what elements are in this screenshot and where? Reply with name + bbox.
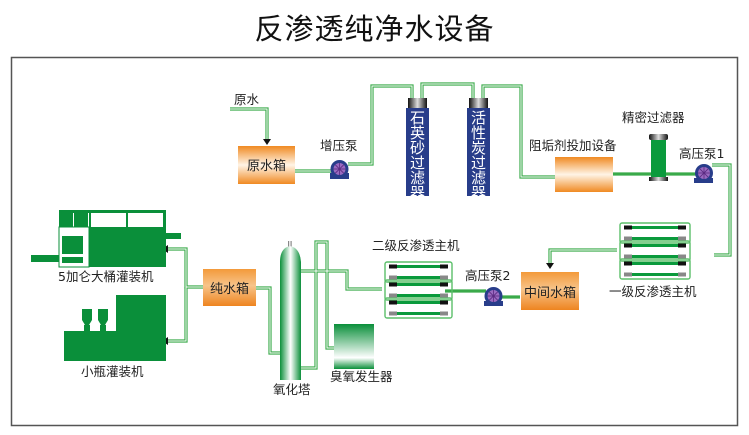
antiscalant-dosing-label: 阻垢剂投加设备: [529, 138, 617, 153]
secondary-ro-unit[interactable]: [384, 261, 453, 319]
filter-label-char: 滤: [410, 169, 425, 187]
ro-tube-end-cap: [389, 300, 397, 305]
ro-tube-end-cap: [678, 225, 686, 230]
booster-pump[interactable]: [330, 160, 349, 179]
raw-water-label: 原水: [234, 92, 260, 107]
ro-tube-end-cap: [389, 275, 397, 280]
pure-water-tank[interactable]: 纯水箱: [203, 269, 256, 306]
ro-tube-end-cap: [624, 243, 632, 248]
high-pressure-pump-2[interactable]: [484, 287, 503, 306]
small-bottle-filling-machine[interactable]: [64, 295, 166, 361]
ro-membrane-tube: [626, 226, 684, 229]
svg-text:中间水箱: 中间水箱: [524, 285, 576, 301]
filter-label-char: 石: [410, 109, 425, 127]
five-gallon-filling-machine[interactable]: [31, 210, 181, 268]
arrow-into-mid-tank: [546, 263, 554, 269]
ro-tube-end-cap: [440, 282, 448, 287]
ro-tube-end-cap: [440, 275, 448, 280]
ro-tube-end-cap: [389, 264, 397, 269]
ro-tube-end-cap: [678, 261, 686, 266]
filter-label-char: 过: [410, 154, 425, 172]
ro-tube-end-cap: [624, 261, 632, 266]
ro-membrane-tube: [626, 273, 684, 276]
diagram-title: 反渗透纯净水设备: [254, 12, 495, 46]
ro-membrane-tube: [626, 255, 684, 258]
precision-filter-label: 精密过滤器: [622, 110, 685, 125]
oxidation-tower[interactable]: [280, 241, 301, 380]
raw-water-tank[interactable]: 原水箱: [238, 146, 295, 184]
five-gallon-filler-label: 5加仑大桶灌装机: [58, 269, 154, 284]
ro-tube-end-cap: [440, 264, 448, 269]
high-pressure-pump-2-label: 高压泵2: [465, 268, 510, 283]
ro-membrane-tube: [391, 265, 446, 268]
ro-tube-end-cap: [389, 311, 397, 316]
arrow-into-raw-tank: [263, 139, 271, 145]
ozone-generator-label: 臭氧发生器: [330, 369, 393, 384]
ro-tube-end-cap: [440, 311, 448, 316]
filter-label-char: 性: [471, 124, 486, 142]
quartz-sand-filter[interactable]: [406, 98, 429, 196]
filter-label-char: 炭: [471, 139, 486, 157]
ro-membrane-tube: [626, 262, 684, 265]
ro-tube-end-cap: [678, 272, 686, 277]
filter-label-char: 砂: [410, 139, 425, 157]
filter-label-char: 器: [410, 184, 425, 202]
ro-tube-end-cap: [440, 300, 448, 305]
filter-label-char: 英: [410, 124, 425, 142]
secondary-ro-unit-label: 二级反渗透主机: [372, 238, 460, 253]
booster-pump-label: 增压泵: [320, 138, 358, 153]
ro-membrane-tube: [626, 237, 684, 240]
svg-text:纯水箱: 纯水箱: [210, 281, 249, 297]
ro-tube-end-cap: [624, 236, 632, 241]
precision-filter[interactable]: [649, 134, 668, 181]
ro-tube-end-cap: [389, 282, 397, 287]
filter-label-char: 过: [471, 154, 486, 172]
primary-ro-unit-label: 一级反渗透主机: [609, 284, 697, 299]
ro-tube-end-cap: [624, 225, 632, 230]
ro-tube-end-cap: [678, 243, 686, 248]
filter-label-char: 器: [471, 184, 486, 202]
primary-ro-unit[interactable]: [619, 222, 691, 280]
activated-carbon-filter[interactable]: [467, 98, 490, 196]
high-pressure-pump-1[interactable]: [694, 164, 713, 183]
ro-tube-end-cap: [678, 254, 686, 259]
ro-tube-end-cap: [678, 236, 686, 241]
ro-membrane-tube: [626, 244, 684, 247]
ro-membrane-tube: [391, 294, 446, 297]
ro-tube-end-cap: [624, 254, 632, 259]
ro-membrane-tube: [391, 301, 446, 304]
high-pressure-pump-1-label: 高压泵1: [679, 146, 724, 161]
ro-tube-end-cap: [624, 272, 632, 277]
ozone-generator[interactable]: [334, 324, 374, 369]
antiscalant-dosing-equipment[interactable]: [555, 157, 613, 192]
intermediate-water-tank[interactable]: 中间水箱: [521, 272, 579, 310]
pipe-highlights: [168, 83, 731, 369]
ro-membrane-tube: [391, 312, 446, 315]
filter-label-char: 活: [471, 109, 486, 127]
ro-membrane-tube: [391, 283, 446, 286]
oxidation-tower-label: 氧化塔: [273, 382, 311, 397]
ro-tube-end-cap: [440, 293, 448, 298]
ro-tube-end-cap: [389, 293, 397, 298]
ro-membrane-tube: [391, 276, 446, 279]
small-bottle-filler-label: 小瓶灌装机: [81, 364, 144, 379]
svg-text:原水箱: 原水箱: [247, 158, 286, 174]
filter-label-char: 滤: [471, 169, 486, 187]
